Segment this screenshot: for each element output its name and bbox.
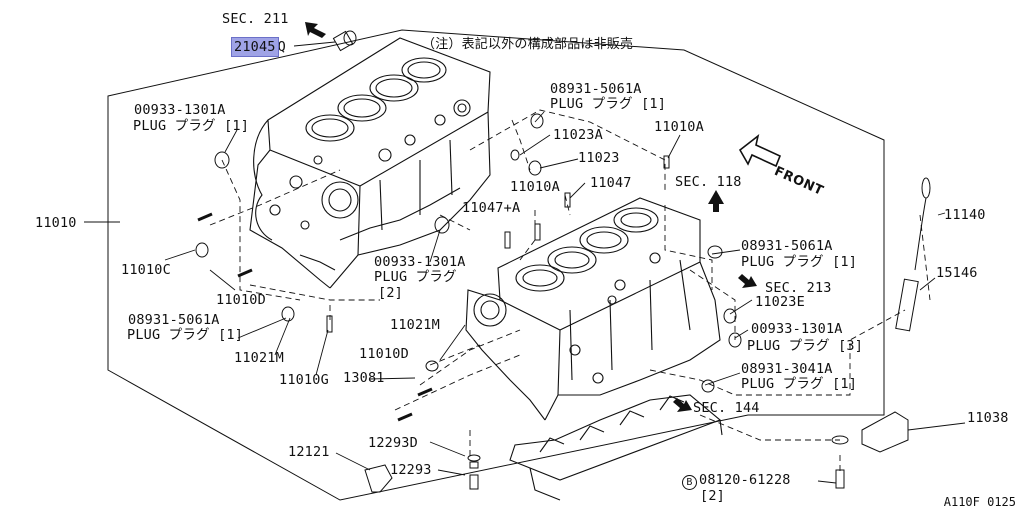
- plug-08931-left-pn[interactable]: 08931-5061A: [128, 312, 220, 328]
- plug-08931-right3-desc: PLUG プラグ [1]: [741, 376, 858, 392]
- leader-lines: [84, 41, 966, 484]
- part-12121-label[interactable]: 12121: [288, 444, 330, 460]
- plug-08931-top-mid-desc: PLUG プラグ [1]: [550, 96, 667, 112]
- sec-118-label[interactable]: SEC. 118: [675, 174, 742, 190]
- plug-08931-right1-desc: PLUG プラグ [1]: [741, 254, 858, 270]
- sec-144-label[interactable]: SEC. 144: [693, 400, 760, 416]
- part-11010d-left-label[interactable]: 11010D: [216, 292, 266, 308]
- plug-08931-right1-pn[interactable]: 08931-5061A: [741, 238, 833, 254]
- plug-00933-right2-pn[interactable]: 00933-1301A: [751, 321, 843, 337]
- plug-08931-right3-pn[interactable]: 08931-3041A: [741, 361, 833, 377]
- plug-00933-mid-qty: [2]: [378, 285, 403, 301]
- part-11010a-mid-label[interactable]: 11010A: [510, 179, 560, 195]
- part-11010d-mid-label[interactable]: 11010D: [359, 346, 409, 362]
- sec211-arrow-icon: [305, 22, 326, 38]
- part-11021m-mid-label[interactable]: 11021M: [390, 317, 440, 333]
- part-12293d-label[interactable]: 12293D: [368, 435, 418, 451]
- part-11010-label[interactable]: 11010: [35, 215, 77, 231]
- figure-code: A110F 0125: [943, 495, 1016, 509]
- part-11047-a-label[interactable]: 11047+A: [462, 200, 521, 216]
- part-11038-label[interactable]: 11038: [967, 410, 1009, 426]
- front-arrow-icon: [738, 134, 782, 168]
- not-for-sale-note: （注）表記以外の構成部品は非販売: [422, 37, 634, 52]
- part-21045-highlight[interactable]: 21045: [231, 37, 279, 57]
- sec-213-label[interactable]: SEC. 213: [765, 280, 832, 296]
- sec118-arrow-icon: [708, 190, 724, 212]
- part-11023a-label[interactable]: 11023A: [553, 127, 603, 143]
- plug-00933-top-left-desc: PLUG プラグ [1]: [133, 118, 250, 134]
- sec213-arrow-icon: [738, 274, 757, 288]
- bolt-08120-qty: [2]: [700, 488, 725, 504]
- bolt-b-circle-icon: B: [682, 475, 697, 490]
- part-11140-label[interactable]: 11140: [944, 207, 986, 223]
- plug-08931-left-desc: PLUG プラグ [1]: [127, 327, 244, 343]
- plug-08931-top-mid-pn[interactable]: 08931-5061A: [550, 81, 642, 97]
- part-11010g-label[interactable]: 11010G: [279, 372, 329, 388]
- part-11023e-label[interactable]: 11023E: [755, 294, 805, 310]
- bolt-08120-pn: 08120-61228: [699, 472, 791, 488]
- part-11010c-label[interactable]: 11010C: [121, 262, 171, 278]
- sec144-arrow-icon: [673, 398, 692, 412]
- plug-00933-top-left-pn[interactable]: 00933-1301A: [134, 102, 226, 118]
- direction-arrows: [305, 22, 757, 412]
- plug-00933-right2-desc: PLUG プラグ [3]: [747, 338, 864, 354]
- cylinder-block-left-illustration: [249, 37, 491, 289]
- cylinder-block-right-illustration: [465, 197, 723, 501]
- part-13081-label[interactable]: 13081: [343, 370, 385, 386]
- part-15146-label[interactable]: 15146: [936, 265, 978, 281]
- plug-00933-mid-pn[interactable]: 00933-1301A: [374, 254, 466, 270]
- small-parts: [195, 30, 931, 493]
- part-11023-label[interactable]: 11023: [578, 150, 620, 166]
- assembly-boundary: [107, 29, 885, 501]
- sec-211-label[interactable]: SEC. 211: [222, 11, 289, 27]
- part-11047-label[interactable]: 11047: [590, 175, 632, 191]
- part-11010a-right-label[interactable]: 11010A: [654, 119, 704, 135]
- plug-00933-mid-desc: PLUG プラグ: [374, 269, 457, 285]
- part-11021m-left-label[interactable]: 11021M: [234, 350, 284, 366]
- part-12293-label[interactable]: 12293: [390, 462, 432, 478]
- part-21045-suffix: Q: [277, 39, 286, 55]
